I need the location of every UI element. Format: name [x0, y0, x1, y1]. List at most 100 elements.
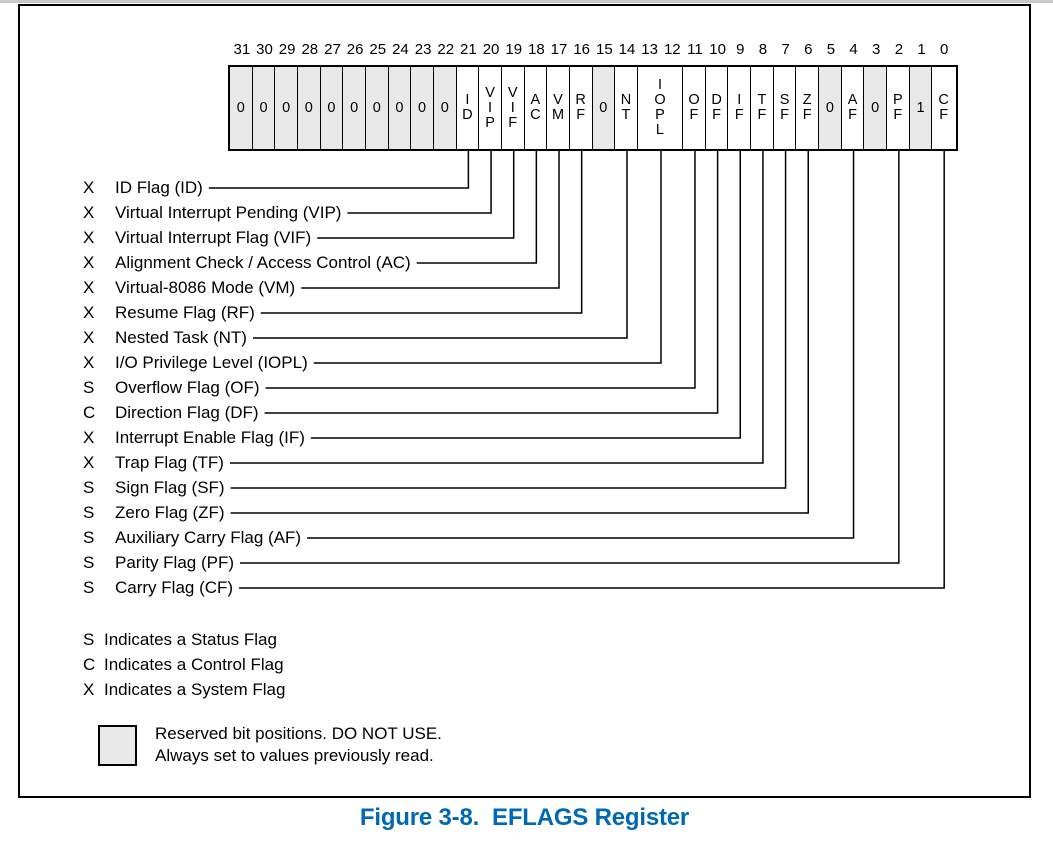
bit-number: 19	[505, 41, 523, 58]
cell-char: 0	[327, 99, 336, 116]
cell-char: A	[847, 92, 858, 108]
flag-name: Carry Flag (CF)	[115, 578, 234, 597]
cell-char: D	[462, 107, 473, 123]
cell-char: P	[893, 92, 903, 108]
cell-char: 0	[395, 99, 404, 116]
cell-char: 0	[599, 99, 608, 116]
cell-char: P	[655, 107, 665, 123]
cell-char: 1	[916, 99, 925, 116]
cell-char: 0	[236, 99, 245, 116]
reserved-bit-cell: 0	[230, 67, 253, 149]
bit-number: 6	[804, 41, 813, 58]
cell-char: F	[508, 114, 518, 131]
flag-name: ID Flag (ID)	[115, 178, 203, 197]
cell-char: I	[510, 99, 515, 116]
bit-number: 29	[278, 41, 296, 58]
cell-char: I	[737, 92, 742, 108]
legend-symbol: C	[83, 655, 96, 674]
cell-char: F	[848, 107, 857, 123]
cell-char: T	[621, 107, 631, 123]
bit-number: 27	[324, 41, 341, 58]
bit-number: 26	[346, 41, 364, 58]
cell-char: I	[465, 92, 470, 108]
bit-number: 21	[460, 41, 477, 58]
flag-type-symbol: X	[83, 328, 95, 347]
bit-number: 1	[917, 41, 926, 58]
cell-char: 0	[871, 99, 880, 116]
bit-number: 23	[414, 41, 432, 58]
reserved-bit-cell: 0	[320, 67, 344, 149]
flag-name: Parity Flag (PF)	[115, 553, 235, 572]
cell-char: 0	[259, 99, 268, 116]
cell-char: I	[488, 99, 493, 116]
flag-type-symbol: X	[83, 253, 95, 272]
figure-caption: Figure 3-8. EFLAGS Register	[359, 804, 690, 831]
flag-label-row: X Trap Flag (TF)	[83, 452, 224, 474]
cell-char: O	[654, 92, 666, 108]
reserved-bit-cell: 0	[275, 67, 298, 149]
reserved-bit-cell: 0	[365, 67, 389, 149]
cell-char: N	[620, 92, 632, 108]
cell-char: C	[938, 92, 949, 108]
legend-symbol: S	[83, 630, 95, 649]
flag-type-symbol: X	[83, 353, 95, 372]
legend-text: Indicates a System Flag	[104, 680, 286, 699]
bit-number: 5	[826, 41, 836, 58]
flag-name: Auxiliary Carry Flag (AF)	[115, 528, 302, 547]
bit-number: 24	[392, 41, 409, 58]
flag-type-symbol: X	[83, 453, 95, 472]
flag-name: Resume Flag (RF)	[115, 303, 255, 322]
cell-char: R	[575, 92, 586, 108]
bit-number: 0	[940, 41, 949, 58]
bit-number: 25	[369, 41, 387, 58]
cell-char: Z	[802, 92, 812, 108]
cell-char: V	[485, 84, 495, 101]
flag-type-symbol: X	[83, 228, 95, 247]
reserved-swatch	[98, 725, 137, 766]
flag-name: Zero Flag (ZF)	[115, 503, 225, 522]
cell-char: F	[757, 107, 767, 123]
flag-name: Virtual Interrupt Flag (VIF)	[115, 228, 312, 247]
cell-char: S	[779, 92, 790, 108]
flag-type-symbol: S	[83, 378, 95, 397]
bit-number: 31	[233, 41, 251, 58]
reserved-bit-cell: 0	[388, 67, 412, 149]
reserved-bit-cell: 0	[297, 67, 321, 149]
bit-number: 9	[736, 41, 745, 58]
flag-name: Direction Flag (DF)	[115, 403, 259, 422]
flag-name: Sign Flag (SF)	[115, 478, 225, 497]
bit-number: 4	[849, 41, 858, 58]
flag-type-symbol: X	[83, 278, 95, 297]
cell-char: F	[780, 107, 789, 123]
cell-char: T	[757, 92, 767, 108]
flag-type-symbol: X	[83, 203, 95, 222]
cell-char: F	[734, 107, 744, 123]
bit-number: 18	[528, 41, 545, 58]
cell-char: M	[551, 107, 565, 123]
bit-number: 13	[641, 41, 658, 58]
bit-number: 28	[301, 41, 319, 58]
flag-type-symbol: S	[83, 478, 95, 497]
flag-label-row: X ID Flag (ID)	[83, 177, 203, 199]
cell-char: V	[553, 92, 563, 108]
reserved-bit-cell: 0	[819, 67, 842, 149]
flag-type-symbol: X	[83, 178, 95, 197]
cell-char: A	[530, 92, 541, 108]
reserved-bit-cell: 0	[411, 67, 434, 149]
bit-number: 11	[687, 41, 703, 58]
flag-name: Trap Flag (TF)	[115, 453, 224, 472]
bit-number: 14	[618, 41, 636, 58]
